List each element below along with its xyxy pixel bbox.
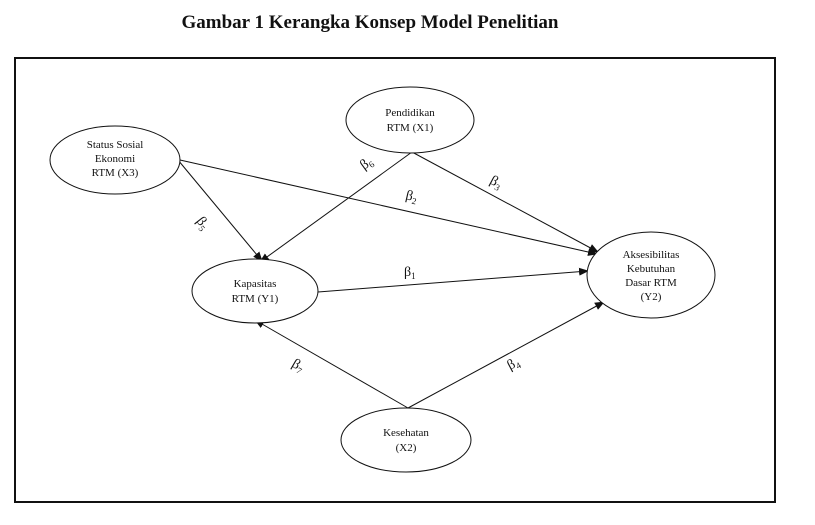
path-label-b1: β1: [404, 265, 416, 281]
node-x3-line-3: RTM (X3): [92, 167, 139, 179]
path-label-b4: β4: [505, 355, 523, 375]
path-label-b2: β2: [404, 188, 419, 206]
arrow-x3-to-y1: [177, 159, 263, 262]
node-x2: Kesehatan (X2): [340, 407, 472, 473]
node-x3-line-2: Ekonomi: [95, 153, 135, 165]
node-y2: Aksesibilitas Kebutuhan Dasar RTM (Y2): [586, 231, 716, 319]
figure-title: Gambar 1 Kerangka Konsep Model Penelitia…: [181, 12, 559, 33]
node-x1-line-2: RTM (X1): [387, 122, 434, 134]
arrow-y1-to-y2: [317, 267, 589, 293]
node-y2-line-2: Kebutuhan: [627, 263, 676, 275]
node-x1: Pendidikan RTM (X1): [345, 86, 475, 154]
arrow-x1-to-y2: [411, 151, 599, 253]
node-y1: Kapasitas RTM (Y1): [191, 258, 319, 324]
node-y1-line-1: Kapasitas: [234, 278, 277, 290]
node-x2-line-2: (X2): [396, 442, 417, 454]
path-label-b7: β7: [289, 356, 308, 376]
node-y2-line-4: (Y2): [641, 291, 662, 303]
node-y2-line-3: Dasar RTM: [625, 277, 677, 289]
path-label-b6: β6: [358, 154, 377, 174]
arrow-x1-to-y1: [259, 151, 413, 263]
path-label-b5: β5: [192, 214, 212, 233]
node-y1-line-2: RTM (Y1): [232, 293, 279, 305]
node-x3: Status Sosial Ekonomi RTM (X3): [49, 125, 181, 195]
node-y2-line-1: Aksesibilitas: [623, 249, 680, 261]
node-x3-line-1: Status Sosial: [87, 139, 144, 151]
path-label-b3: β3: [487, 173, 505, 193]
arrow-x2-to-y2: [407, 301, 605, 409]
arrow-x3-to-y2: [179, 159, 598, 256]
node-x2-line-1: Kesehatan: [383, 427, 429, 439]
diagram-frame: [14, 57, 776, 503]
arrow-x2-to-y1: [254, 319, 409, 409]
node-x1-line-1: Pendidikan: [385, 107, 435, 119]
